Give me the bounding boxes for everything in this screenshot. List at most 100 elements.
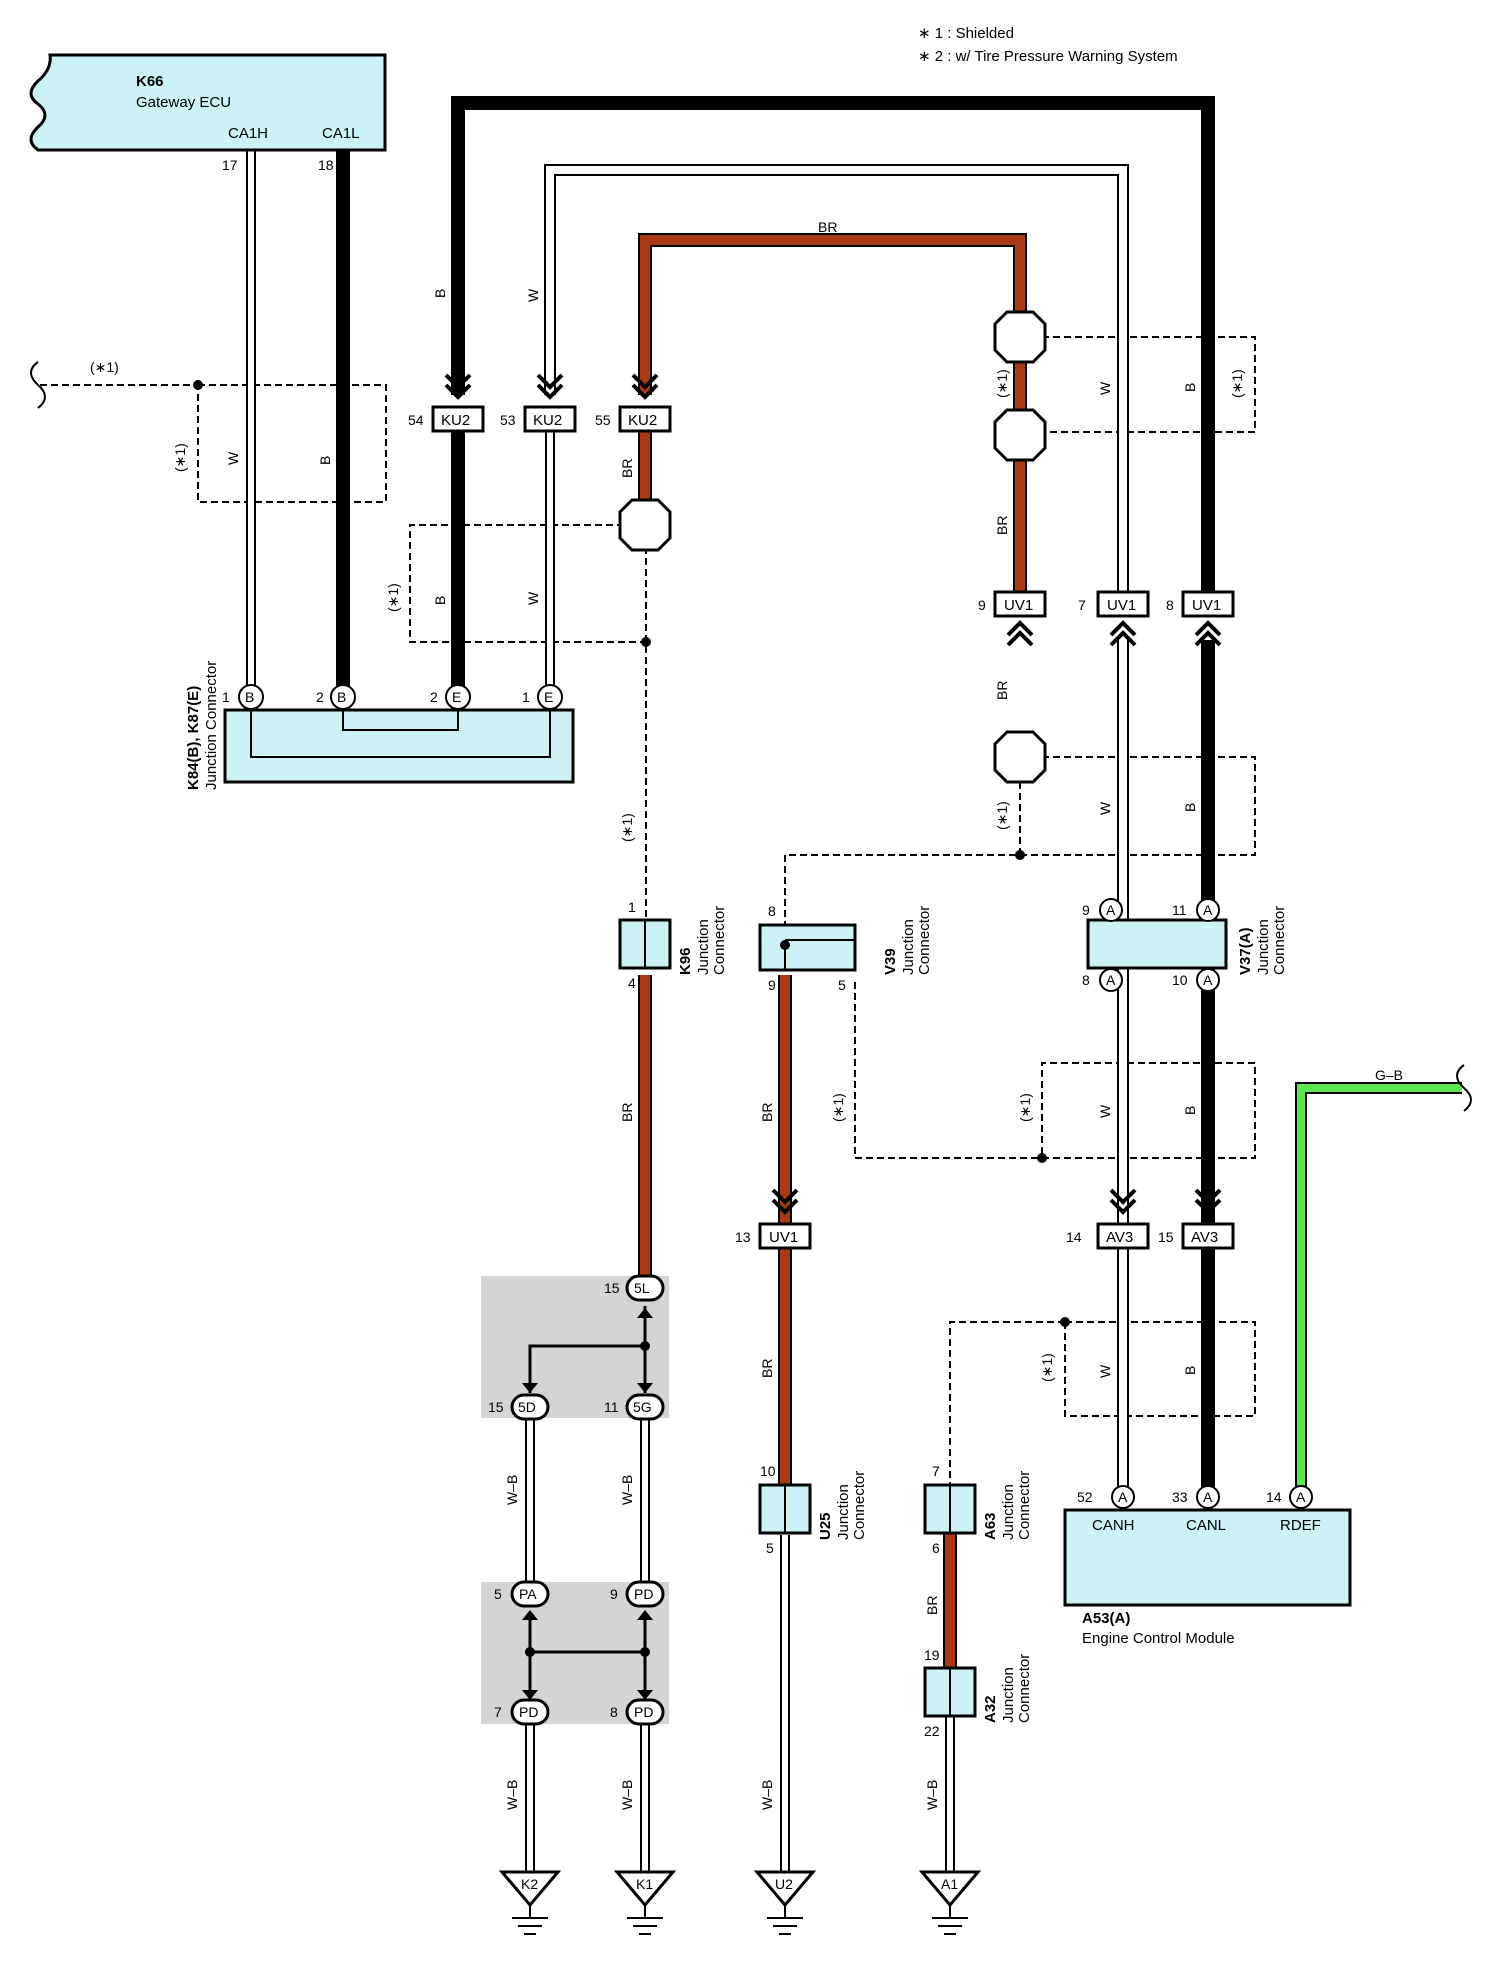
v37-name: Junction (1255, 919, 1272, 975)
shield-tag-v37: (∗1) (1017, 1093, 1033, 1122)
v37-pin-letter-a4: A (1203, 972, 1213, 988)
j5g-label: 5G (633, 1399, 652, 1415)
u25-pin-5: 5 (766, 1540, 774, 1556)
wire-b-top-loop (451, 96, 1215, 610)
av3-label-14: AV3 (1106, 1229, 1133, 1246)
label-w-right1: W (1097, 381, 1113, 395)
v39-name2: Connector (916, 906, 933, 975)
k66-pin-name-ca1h: CA1H (228, 125, 268, 142)
av3-label-15: AV3 (1191, 1229, 1218, 1246)
shield-lines (40, 336, 1256, 1485)
shield-tag-uv1-top: (∗1) (994, 369, 1010, 398)
label-br-uv1: BR (759, 1359, 775, 1378)
v37-pin-letter-a1: A (1106, 902, 1116, 918)
ku2-pin-54: 54 (408, 412, 424, 428)
k96-id: K96 (677, 947, 694, 975)
a32-junction-connector: 19 22 A32 Junction Connector (923, 1647, 1033, 1739)
a53-id: A53(A) (1082, 1610, 1130, 1627)
k84-pin-letter-3: E (452, 689, 461, 705)
shield-tag-k96: (∗1) (619, 813, 635, 842)
label-w-v37: W (1097, 1104, 1113, 1118)
v39-pin-5: 5 (838, 977, 846, 993)
a53-pin-letter-3: A (1296, 1489, 1306, 1505)
label-wb-5: W–B (759, 1780, 775, 1810)
ku2-pin-55: 55 (595, 412, 611, 428)
a32-name2: Connector (1016, 1654, 1033, 1723)
k66-pin-18: 18 (318, 157, 334, 173)
uv1-label-8: UV1 (1192, 597, 1221, 614)
av3-pin-14: 14 (1066, 1229, 1082, 1245)
label-br-top: BR (818, 219, 837, 235)
a53-engine-control-module: A A A 52 33 14 CANH CANL RDEF A53(A) Eng… (1063, 1485, 1352, 1647)
wire-break-right (1456, 1064, 1472, 1112)
shield-tag-v39: (∗1) (830, 1093, 846, 1122)
uv1-pin-13: 13 (735, 1229, 751, 1245)
label-br-a63: BR (924, 1596, 940, 1615)
a53-pin-letter-1: A (1118, 1489, 1128, 1505)
k84-pin-letter-1: B (245, 689, 254, 705)
label-b-right1: B (1182, 383, 1198, 392)
label-br-v39: BR (759, 1103, 775, 1122)
a63-pin-7: 7 (932, 1463, 940, 1479)
k96-pin-1: 1 (628, 899, 636, 915)
shield-junction-dots (193, 380, 1070, 1327)
k84-pin-1b: 1 (522, 689, 530, 705)
uv1-label-7: UV1 (1107, 597, 1136, 614)
j5l-pin: 15 (604, 1280, 620, 1296)
shield-tag-k66: (∗1) (172, 443, 188, 472)
a63-pin-6: 6 (932, 1540, 940, 1556)
a53-pin-name-canl: CANL (1186, 1517, 1226, 1534)
v37-name2: Connector (1271, 906, 1288, 975)
label-b-top: B (432, 289, 448, 298)
ground-u2-label: U2 (775, 1876, 793, 1892)
label-wb-6: W–B (924, 1780, 940, 1810)
v37-pin-8: 8 (1082, 972, 1090, 988)
k66-gateway-ecu: K66 Gateway ECU CA1H CA1L 17 18 (29, 53, 387, 173)
ground-a1-icon: A1 (918, 1870, 982, 1935)
ground-k1-icon: K1 (613, 1870, 677, 1935)
label-br-k96: BR (619, 1103, 635, 1122)
uv1-connectors: UV1 UV1 UV1 9 7 8 UV1 13 (735, 590, 1235, 1250)
label-br-right1: BR (994, 516, 1010, 535)
u25-junction-connector: 10 5 U25 Junction Connector (758, 1463, 868, 1556)
ku2-pin-53: 53 (500, 412, 516, 428)
label-br-right2: BR (994, 681, 1010, 700)
av3-pin-15: 15 (1158, 1229, 1174, 1245)
label-gb: G–B (1375, 1067, 1403, 1083)
a63-junction-connector: 7 6 A63 Junction Connector (923, 1463, 1033, 1556)
note-shielded: ∗ 1 : Shielded (918, 25, 1014, 42)
label-b-v37: B (1182, 1106, 1198, 1115)
jpa-label: PA (519, 1586, 537, 1602)
jpd1-pin: 9 (610, 1586, 618, 1602)
a63-id: A63 (982, 1512, 999, 1540)
label-wb-2: W–B (619, 1475, 635, 1505)
a53-pin-name-canh: CANH (1092, 1517, 1135, 1534)
u25-pin-10: 10 (760, 1463, 776, 1479)
grounds: K2 K1 U2 A1 (498, 1870, 982, 1935)
wire-w-top-loop (544, 164, 1129, 610)
k96-name2: Connector (711, 906, 728, 975)
jpd1-label: PD (634, 1586, 653, 1602)
ground-a1-label: A1 (941, 1876, 958, 1892)
wire-color-labels: BR G–B W B B W BR B W W B BR BR W B BR B… (225, 219, 1403, 1810)
uv1-pin-7: 7 (1078, 597, 1086, 613)
k96-pin-4: 4 (628, 975, 636, 991)
a53-pin-14: 14 (1266, 1489, 1282, 1505)
k66-pin-name-ca1l: CA1L (322, 125, 360, 142)
a32-pin-19: 19 (924, 1647, 940, 1663)
jpd3-pin: 8 (610, 1704, 618, 1720)
a53-name: Engine Control Module (1082, 1630, 1235, 1647)
a53-pin-name-rdef: RDEF (1280, 1517, 1321, 1534)
label-w-top: W (525, 288, 541, 302)
v37-pin-10: 10 (1172, 972, 1188, 988)
shield-tags: (∗1) (∗1) (∗1) (∗1) (∗1) (∗1) (∗1) (∗1) … (90, 359, 1245, 1382)
ground-k2-label: K2 (521, 1876, 538, 1892)
k84-pin-letter-4: E (544, 689, 553, 705)
shield-tag-right-top: (∗1) (1229, 369, 1245, 398)
a63-name2: Connector (1016, 1471, 1033, 1540)
k84-pin-letter-2: B (337, 689, 346, 705)
v37-pin-letter-a2: A (1203, 902, 1213, 918)
wire-break-left (30, 361, 46, 409)
shield-tag-k84: (∗1) (385, 583, 401, 612)
